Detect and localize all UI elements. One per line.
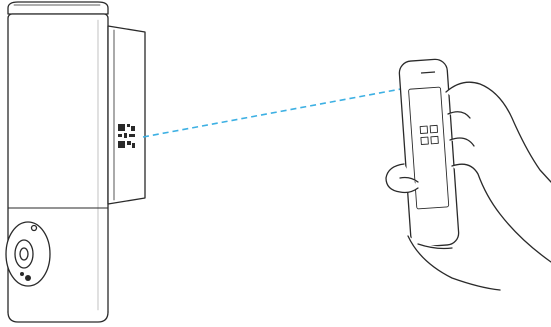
wall-mounted-floodlight-camera-icon bbox=[6, 2, 145, 322]
smartphone-icon bbox=[399, 59, 460, 248]
scan-beam-dashed-line bbox=[143, 86, 417, 137]
